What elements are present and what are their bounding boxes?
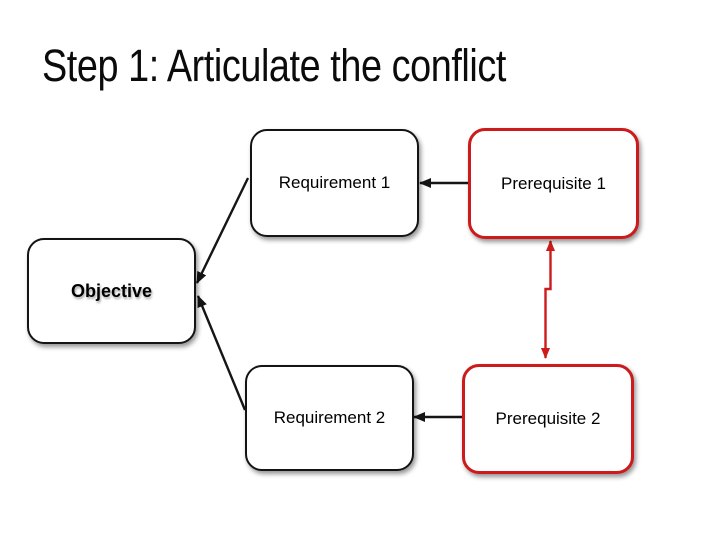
arrow-requirement1-to-objective xyxy=(195,177,250,284)
node-requirement-1: Requirement 1 xyxy=(250,129,419,237)
node-prerequisite-2-label: Prerequisite 2 xyxy=(495,409,601,428)
arrow-requirement2-to-objective xyxy=(196,295,247,411)
node-prerequisite-1: Prerequisite 1 xyxy=(468,128,639,239)
node-requirement-1-label: Requirement 1 xyxy=(278,173,391,192)
slide-title: Step 1: Articulate the conflict xyxy=(42,40,506,91)
conflict-arrow-prerequisite1-prerequisite2 xyxy=(540,240,556,359)
node-objective: Objective xyxy=(27,238,196,344)
node-requirement-2: Requirement 2 xyxy=(245,365,414,471)
node-prerequisite-1-label: Prerequisite 1 xyxy=(501,173,606,193)
node-prerequisite-2: Prerequisite 2 xyxy=(462,364,634,474)
node-objective-label: Objective xyxy=(70,280,153,301)
node-requirement-2-label: Requirement 2 xyxy=(273,408,386,427)
